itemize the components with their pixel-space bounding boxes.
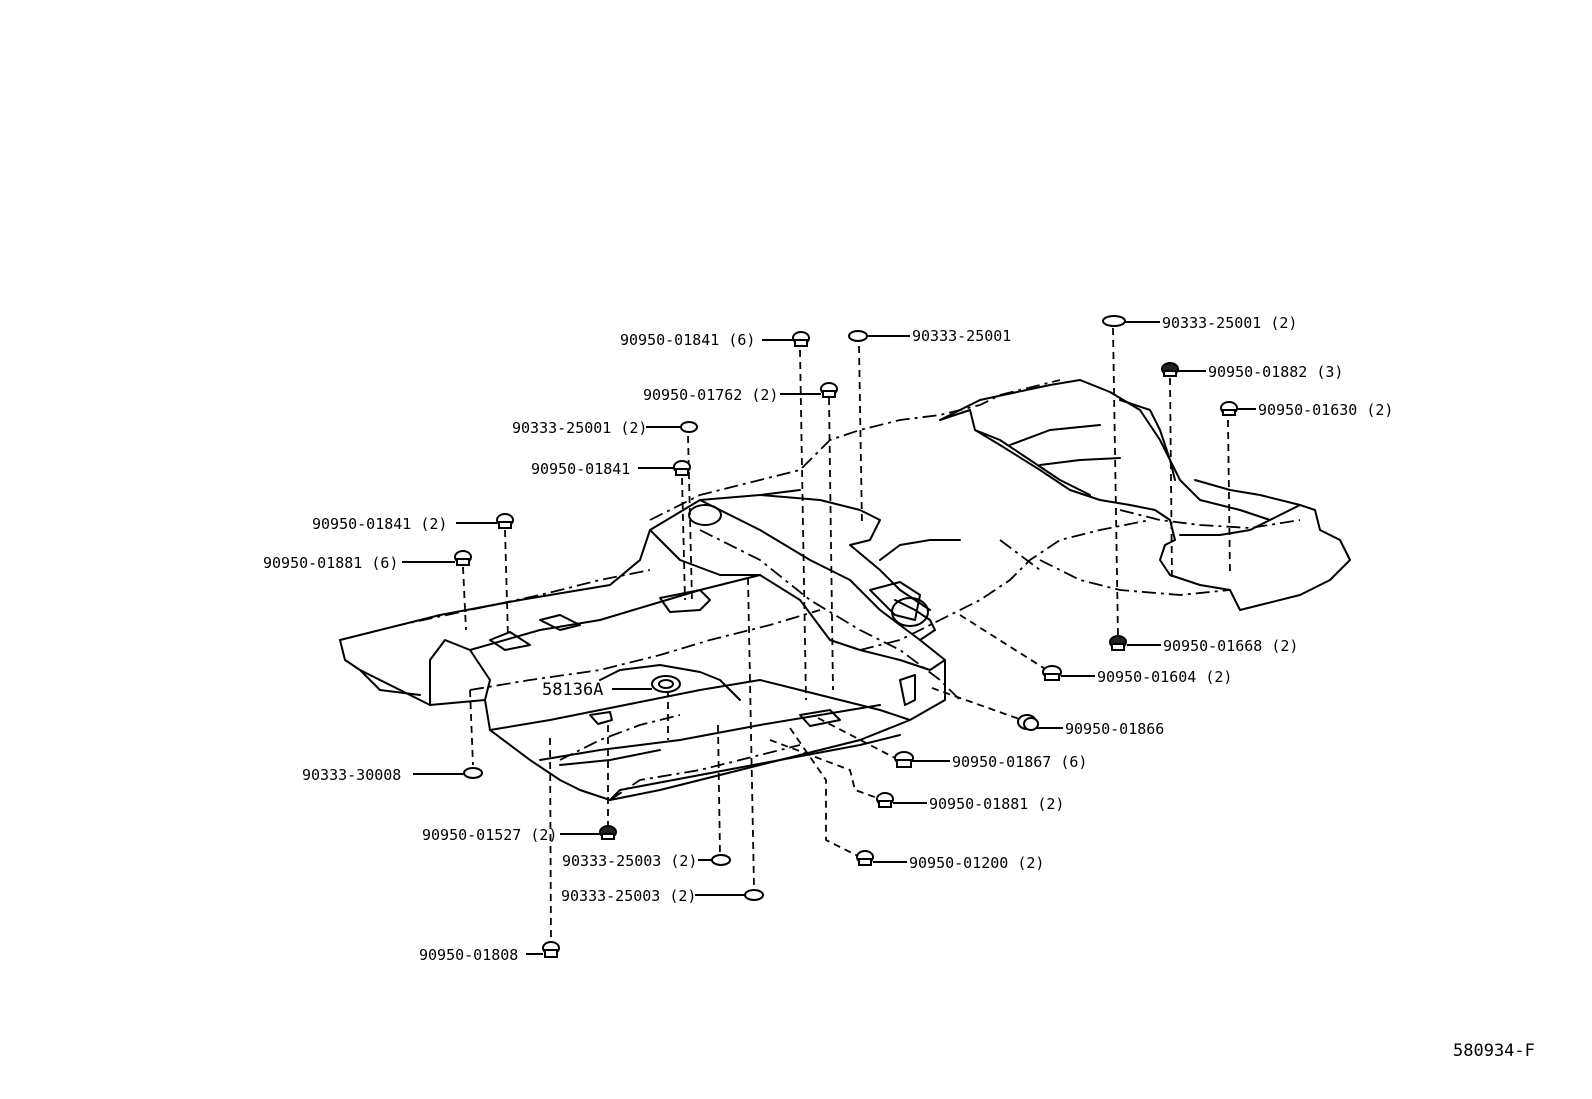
part-number-label: 90950-01866 xyxy=(1065,720,1164,738)
callout-c11[interactable]: 90950-01668 (2) xyxy=(1109,635,1298,655)
callout-c2[interactable]: 90333-25001 xyxy=(848,327,1011,345)
figure-code: 580934-F xyxy=(1453,1041,1535,1061)
part-number-label: 90950-01668 (2) xyxy=(1163,637,1298,655)
callout-c13[interactable]: 58136A xyxy=(542,675,681,700)
callout-c12[interactable]: 90950-01604 (2) xyxy=(1042,665,1232,686)
plug-icon xyxy=(1109,635,1127,651)
callout-c3[interactable]: 90333-25001 (2) xyxy=(1102,314,1297,332)
callout-c7[interactable]: 90333-25001 (2) xyxy=(512,419,698,437)
callout-c5[interactable]: 90950-01882 (3) xyxy=(1161,362,1343,381)
callout-c14[interactable]: 90950-01866 xyxy=(1017,714,1164,738)
callout-c21[interactable]: 90333-25003 (2) xyxy=(561,887,764,905)
part-number-label: 90950-01882 (3) xyxy=(1208,363,1343,381)
part-number-label: 90950-01200 (2) xyxy=(909,854,1044,872)
callout-c16[interactable]: 90950-01867 (6) xyxy=(894,751,1087,771)
installation-lines xyxy=(462,327,1231,946)
callout-c6[interactable]: 90950-01630 (2) xyxy=(1220,401,1393,419)
part-number-label: 90333-25001 (2) xyxy=(512,419,647,437)
hole-plug-icon xyxy=(1102,315,1126,327)
part-number-label: 90950-01604 (2) xyxy=(1097,668,1232,686)
part-number-label: 90950-01881 (2) xyxy=(929,795,1064,813)
hole-plug-icon xyxy=(680,421,698,433)
plug-icon xyxy=(1220,401,1238,416)
callouts: 90950-01841 (6) 90333-25001 90333-25001 … xyxy=(263,314,1393,964)
callout-c17[interactable]: 90950-01881 (2) xyxy=(876,792,1064,813)
plug-icon xyxy=(496,513,514,529)
callout-c15[interactable]: 90333-30008 xyxy=(302,766,483,784)
callout-c18[interactable]: 90950-01527 (2) xyxy=(422,825,617,844)
part-number-label: 90333-25001 (2) xyxy=(1162,314,1297,332)
part-number-label: 90950-01841 xyxy=(531,460,630,478)
part-number-label: 90333-25001 xyxy=(912,327,1011,345)
part-number-label: 90950-01630 (2) xyxy=(1258,401,1393,419)
hole-plug-icon xyxy=(744,889,764,901)
hole-plug-icon xyxy=(463,767,483,779)
part-number-label: 90333-25003 (2) xyxy=(561,887,696,905)
plug-icon xyxy=(454,550,472,566)
callout-c22[interactable]: 90950-01808 xyxy=(419,941,560,964)
plug-icon xyxy=(673,460,691,476)
plug-icon xyxy=(1161,362,1179,377)
part-number-label: 90950-01527 (2) xyxy=(422,826,557,844)
grommet-icon xyxy=(651,675,681,693)
plug-icon xyxy=(894,751,914,768)
part-number-label: 90950-01881 (6) xyxy=(263,554,398,572)
callout-c19[interactable]: 90333-25003 (2) xyxy=(562,852,731,870)
callout-c8[interactable]: 90950-01841 xyxy=(531,460,691,478)
plug-icon xyxy=(876,792,894,808)
hole-plug-icon xyxy=(711,854,731,866)
plug-icon xyxy=(1042,665,1062,681)
plug-icon xyxy=(542,941,560,958)
floor-pan-outline xyxy=(339,379,1351,801)
plug-icon xyxy=(599,825,617,840)
part-number-label: 58136A xyxy=(542,680,603,700)
part-number-label: 90950-01841 (2) xyxy=(312,515,447,533)
part-number-label: 90950-01867 (6) xyxy=(952,753,1087,771)
part-number-label: 90333-30008 xyxy=(302,766,401,784)
plug-icon xyxy=(1017,714,1039,731)
part-number-label: 90950-01808 xyxy=(419,946,518,964)
part-number-label: 90950-01841 (6) xyxy=(620,331,755,349)
plug-icon xyxy=(820,382,838,398)
plug-icon xyxy=(792,331,810,347)
hole-plug-icon xyxy=(848,330,868,342)
callout-c1[interactable]: 90950-01841 (6) xyxy=(620,331,810,349)
callout-c4[interactable]: 90950-01762 (2) xyxy=(643,382,838,404)
callout-c10[interactable]: 90950-01881 (6) xyxy=(263,550,472,572)
callout-c20[interactable]: 90950-01200 (2) xyxy=(856,850,1044,872)
callout-c9[interactable]: 90950-01841 (2) xyxy=(312,513,514,533)
plug-icon xyxy=(856,850,874,866)
part-number-label: 90333-25003 (2) xyxy=(562,852,697,870)
part-number-label: 90950-01762 (2) xyxy=(643,386,778,404)
